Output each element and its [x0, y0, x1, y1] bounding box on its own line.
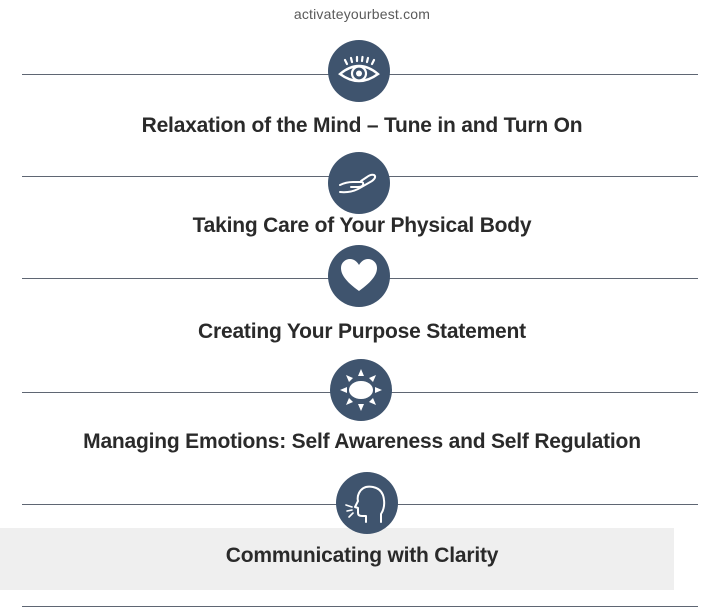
highlight-band [0, 528, 674, 590]
heart-icon [339, 258, 379, 294]
open-hand-icon [336, 168, 382, 198]
step-badge-speaking-head [336, 472, 398, 534]
step-badge-heart [328, 245, 390, 307]
step-badge-hand [328, 152, 390, 214]
step-title: Communicating with Clarity [225, 544, 499, 567]
step-badge-eye [328, 40, 390, 102]
step-title: Relaxation of the Mind – Tune in and Tur… [141, 114, 583, 137]
speaking-head-icon [345, 480, 389, 526]
step-title: Creating Your Purpose Statement [198, 320, 526, 343]
site-url: activateyourbest.com [293, 6, 431, 22]
divider-line [22, 606, 698, 607]
step-title: Taking Care of Your Physical Body [192, 214, 532, 237]
step-badge-sun [330, 359, 392, 421]
sun-icon [337, 366, 385, 414]
step-title: Managing Emotions: Self Awareness and Se… [83, 430, 641, 453]
eye-icon [336, 54, 382, 88]
